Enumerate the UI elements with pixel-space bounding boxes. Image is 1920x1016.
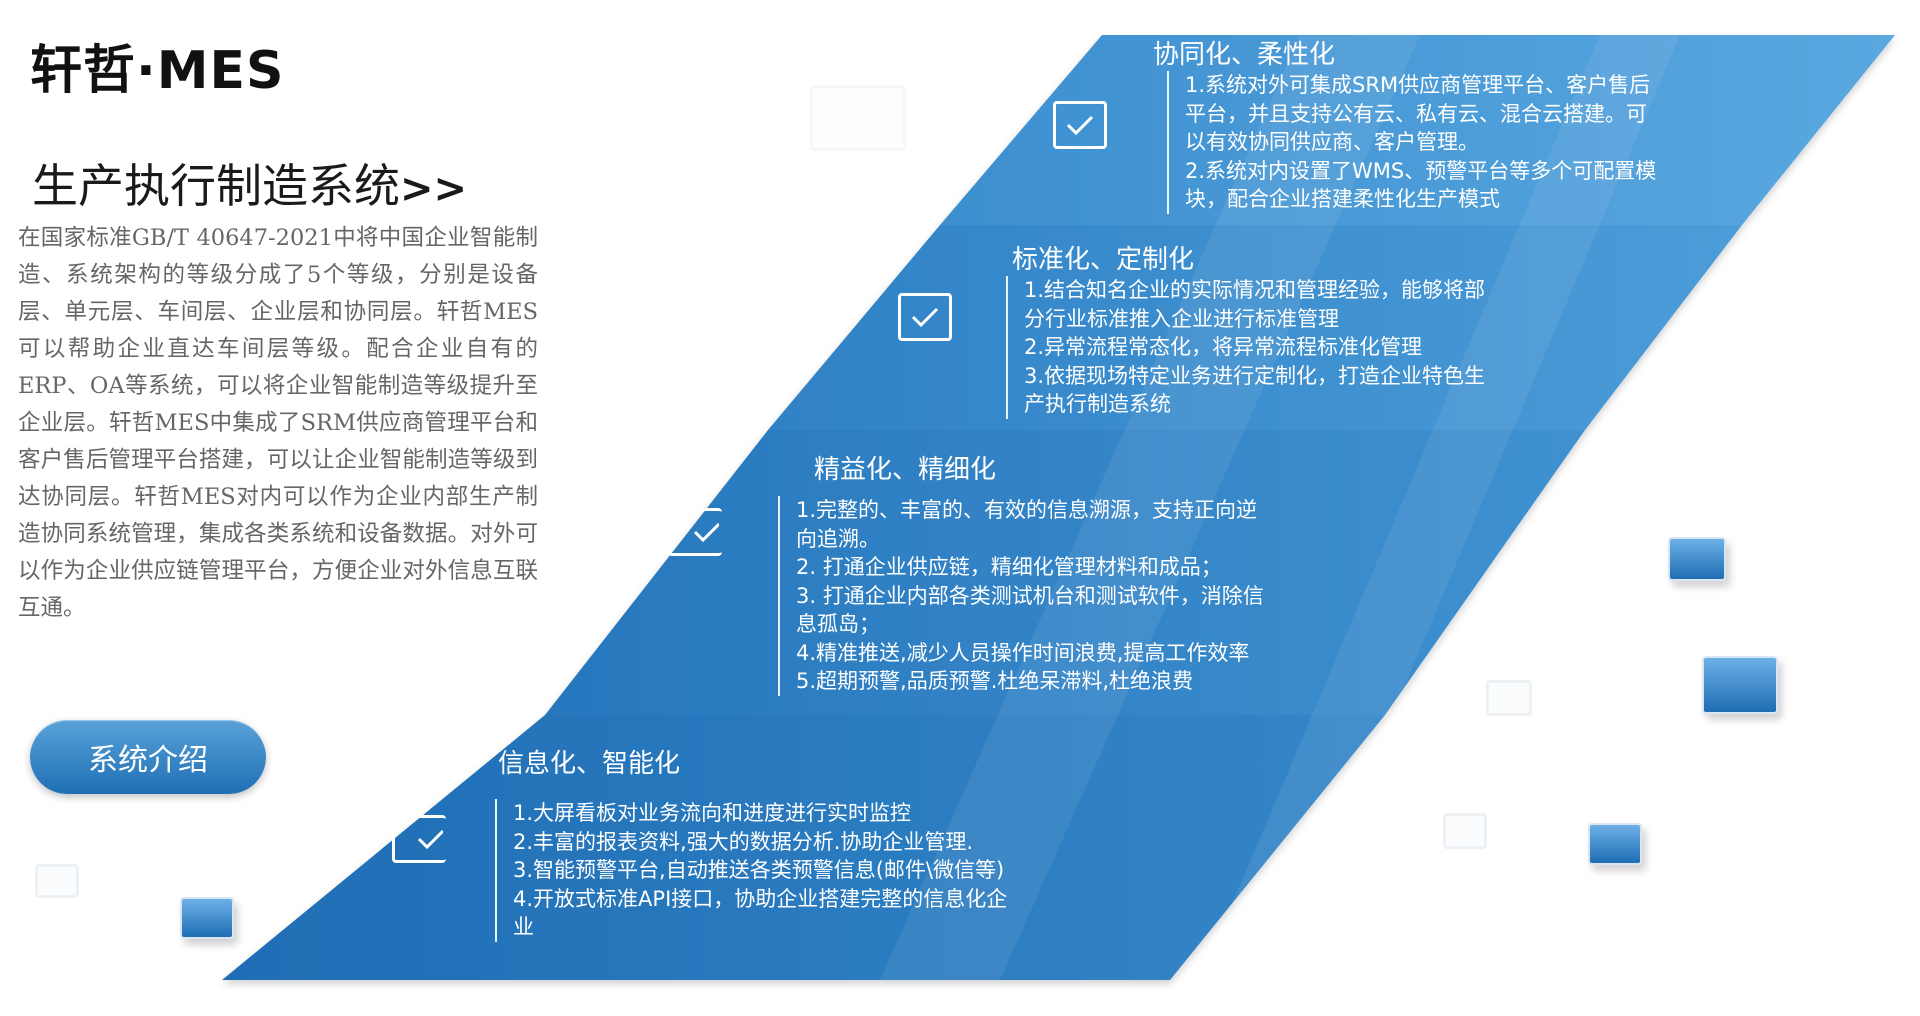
- tier-line: 业: [513, 915, 534, 939]
- page-title: 生产执行制造系统>>: [32, 150, 467, 216]
- tier-line: 1.结合知名企业的实际情况和管理经验，能够将部: [1024, 278, 1486, 302]
- tier-title-informatized: 信息化、智能化: [498, 749, 681, 779]
- tier-line: 息孤岛；: [796, 612, 880, 636]
- tier-band-3: [545, 430, 1585, 715]
- tier-line: 2.异常流程常态化，将异常流程标准化管理: [1024, 335, 1423, 359]
- tier-line: 以有效协同供应商、客户管理。: [1185, 130, 1479, 154]
- page-title-arrows: >>: [400, 166, 468, 212]
- tier-line: 4.精准推送,减少人员操作时间浪费,提高工作效率: [796, 640, 1250, 665]
- tier-band-2: [768, 225, 1742, 430]
- tier-line: 1.完整的、丰富的、有效的信息溯源，支持正向逆: [796, 498, 1258, 522]
- tier-line: 平台，并且支持公有云、私有云、混合云搭建。可: [1185, 101, 1647, 126]
- tier-title-standardized: 标准化、定制化: [1012, 245, 1195, 275]
- checkbox-icon: [668, 508, 722, 556]
- checkbox-icon: [1053, 101, 1107, 149]
- tier-band-4: [222, 715, 1385, 980]
- decorative-screen: [810, 85, 906, 151]
- tier-line: 2.系统对内设置了WMS、预警平台等多个可配置模: [1185, 158, 1657, 183]
- tier-title-collaborative: 协同化、柔性化: [1153, 40, 1336, 70]
- tier-line: 分行业标准推入企业进行标准管理: [1024, 306, 1339, 331]
- decorative-screen: [35, 864, 79, 898]
- tier-line: 3. 打通企业内部各类测试机台和测试软件，消除信: [796, 583, 1264, 608]
- decorative-screen: [1668, 537, 1726, 581]
- brand-logo: 轩哲·MES: [30, 41, 285, 101]
- tier-band-1: [940, 35, 1895, 225]
- tier-line: 5.超期预警,品质预警.杜绝呆滞料,杜绝浪费: [796, 669, 1194, 693]
- tier-line: 1.大屏看板对业务流向和进度进行实时监控: [513, 801, 912, 825]
- tier-line: 1.系统对外可集成SRM供应商管理平台、客户售后: [1185, 73, 1651, 97]
- tier-body-informatized: 1.大屏看板对业务流向和进度进行实时监控 2.丰富的报表资料,强大的数据分析.协…: [495, 799, 1007, 942]
- decorative-screen: [1588, 823, 1642, 865]
- decorative-screen: [1702, 656, 1778, 714]
- decorative-screen: [180, 897, 234, 939]
- tier-title-lean: 精益化、精细化: [814, 455, 997, 485]
- tier-line: 产执行制造系统: [1024, 392, 1171, 416]
- decorative-screen: [1443, 813, 1487, 849]
- system-intro-button[interactable]: 系统介绍: [30, 720, 266, 794]
- tier-line: 块，配合企业搭建柔性化生产模式: [1185, 187, 1500, 211]
- tier-line: 2. 打通企业供应链，精细化管理材料和成品；: [796, 555, 1222, 579]
- tier-line: 3.智能预警平台,自动推送各类预警信息(邮件\微信等): [513, 858, 1005, 882]
- tier-line: 2.丰富的报表资料,强大的数据分析.协助企业管理.: [513, 829, 974, 854]
- tier-body-lean: 1.完整的、丰富的、有效的信息溯源，支持正向逆 向追溯。 2. 打通企业供应链，…: [778, 496, 1264, 696]
- page-title-text: 生产执行制造系统: [32, 159, 400, 213]
- tier-body-standardized: 1.结合知名企业的实际情况和管理经验，能够将部 分行业标准推入企业进行标准管理 …: [1006, 276, 1485, 419]
- tier-body-collaborative: 1.系统对外可集成SRM供应商管理平台、客户售后 平台，并且支持公有云、私有云、…: [1167, 71, 1656, 214]
- intro-paragraph: 在国家标准GB/T 40647-2021中将中国企业智能制造、系统架构的等级分成…: [18, 225, 538, 621]
- tier-line: 向追溯。: [796, 526, 880, 551]
- tier-line: 3.依据现场特定业务进行定制化，打造企业特色生: [1024, 363, 1486, 388]
- checkbox-icon: [898, 293, 952, 341]
- tier-line: 4.开放式标准API接口，协助企业搭建完整的信息化企: [513, 886, 1008, 911]
- checkbox-icon: [392, 815, 446, 863]
- decorative-screen: [1486, 680, 1532, 716]
